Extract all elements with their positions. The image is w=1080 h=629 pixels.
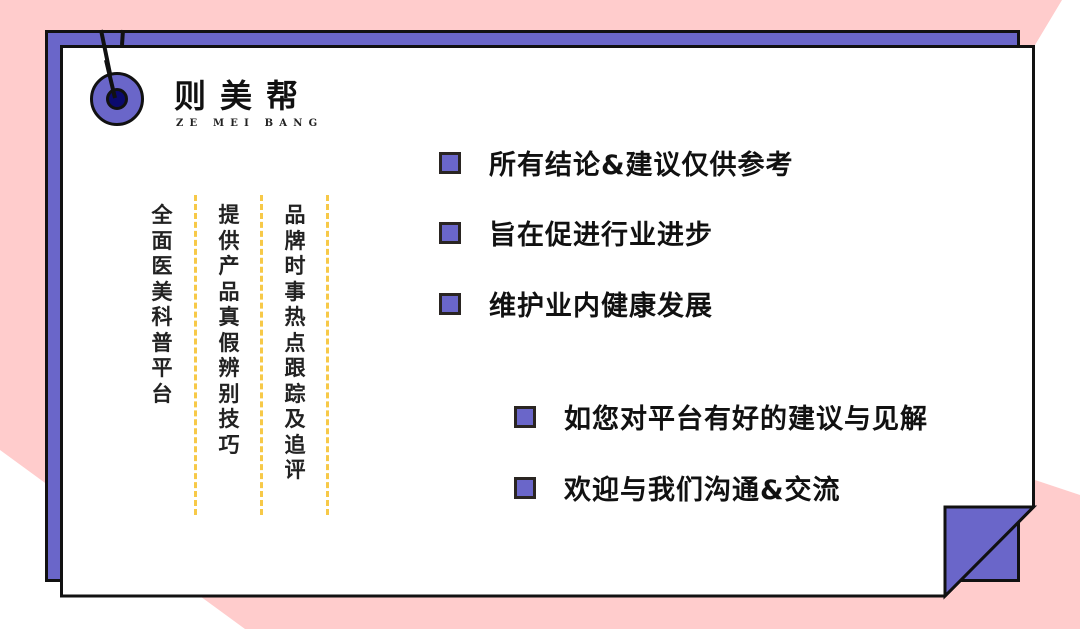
dash-divider-1 bbox=[194, 195, 197, 515]
tagline-3: 品牌时事热点跟踪及追评 bbox=[284, 203, 306, 482]
square-bullet-icon bbox=[439, 221, 461, 244]
contact-item-2: 欢迎与我们沟通&交流 bbox=[514, 468, 841, 507]
brand-name: 则美帮 bbox=[174, 77, 313, 115]
logo-pin-center bbox=[106, 88, 128, 110]
hanging-string-overlay bbox=[104, 59, 117, 99]
dash-divider-3 bbox=[326, 195, 329, 515]
tagline-1: 全面医美科普平台 bbox=[151, 203, 173, 406]
disclaimer-item-1: 所有结论&建议仅供参考 bbox=[439, 143, 794, 182]
brand-pinyin: ZE MEI BANG bbox=[176, 118, 324, 129]
square-bullet-icon bbox=[514, 476, 536, 499]
note-card bbox=[60, 45, 1038, 600]
square-bullet-icon bbox=[439, 292, 461, 315]
dash-divider-2 bbox=[260, 195, 263, 515]
contact-item-1: 如您对平台有好的建议与见解 bbox=[514, 397, 928, 436]
logo-pin-icon bbox=[90, 72, 144, 126]
square-bullet-icon bbox=[439, 151, 461, 174]
tagline-2: 提供产品真假辨别技巧 bbox=[218, 203, 240, 457]
disclaimer-item-2: 旨在促进行业进步 bbox=[439, 213, 713, 252]
square-bullet-icon bbox=[514, 405, 536, 428]
disclaimer-item-3: 维护业内健康发展 bbox=[439, 284, 713, 323]
